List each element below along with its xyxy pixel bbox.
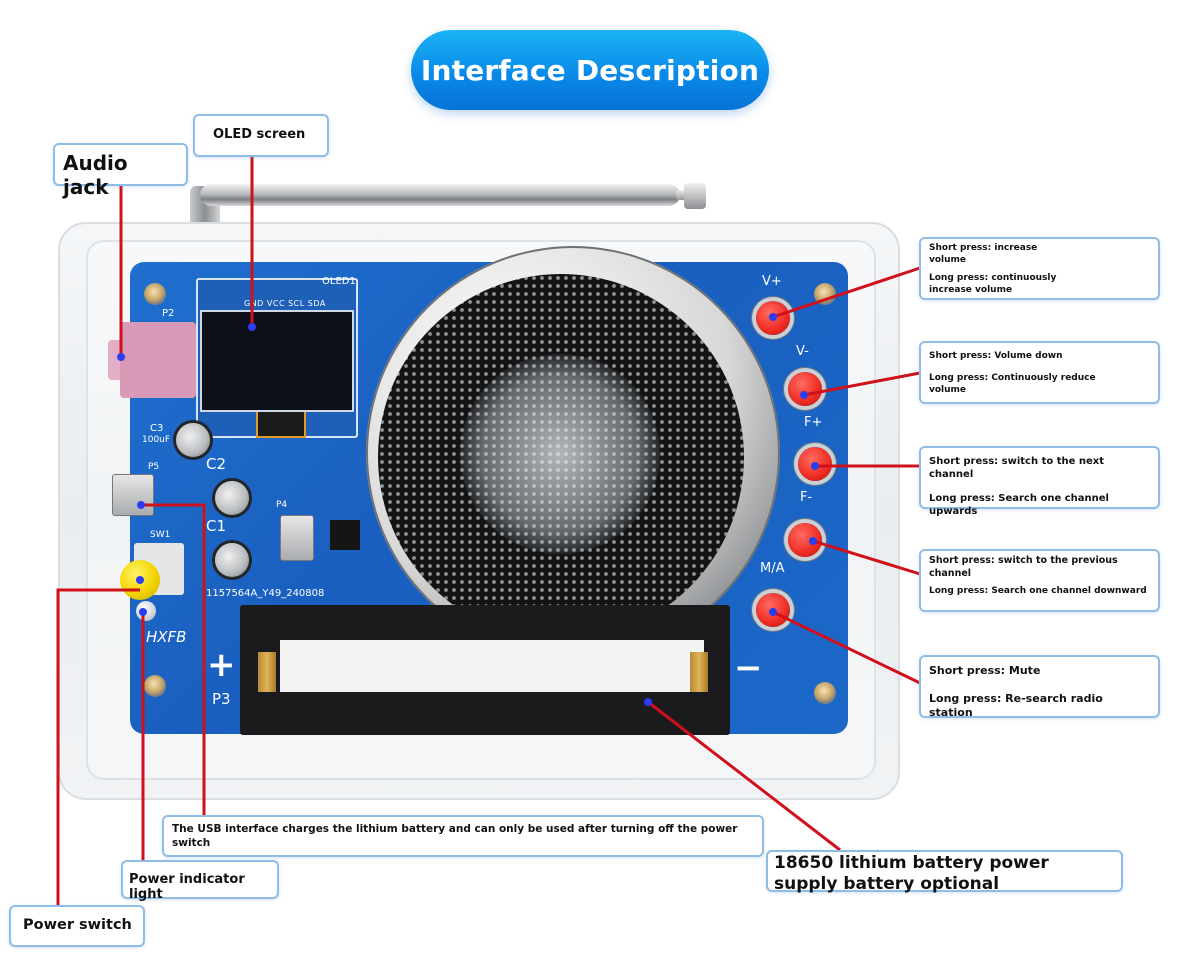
callout-oled-screen: OLED screen bbox=[193, 114, 329, 157]
power-indicator-led bbox=[136, 601, 156, 621]
callout-previous-channel-long: Long press: Search one channel downward bbox=[929, 586, 1147, 596]
oled-pin-labels: GND VCC SCL SDA bbox=[244, 299, 326, 308]
pcb-label-c3: C3 bbox=[150, 423, 164, 434]
callout-previous-channel-short: Short press: switch to the previous chan… bbox=[929, 555, 1118, 579]
callout-audio-jack: Audio jack bbox=[53, 143, 188, 199]
callout-next-channel-long: Long press: Search one channel upwards bbox=[929, 493, 1109, 517]
oled-flex-cable bbox=[256, 412, 306, 438]
callout-battery: 18650 lithium battery power supply batte… bbox=[766, 850, 1123, 894]
battery-slot bbox=[280, 640, 704, 692]
callout-audio-jack-text: Audio jack bbox=[63, 151, 128, 199]
callout-usb-interface-text: The USB interface charges the lithium ba… bbox=[172, 823, 738, 849]
callout-previous-channel: Short press: switch to the previous chan… bbox=[919, 549, 1160, 612]
pcb-label-c3-value: 100uF bbox=[142, 435, 171, 445]
pcb-label-p5: P5 bbox=[148, 462, 160, 472]
pcb-label-c1: C1 bbox=[206, 517, 227, 535]
mute-button[interactable] bbox=[756, 593, 790, 627]
battery-plus-marking: + bbox=[207, 645, 236, 685]
callout-usb-interface: The USB interface charges the lithium ba… bbox=[162, 815, 764, 857]
callout-volume-down: Short press: Volume down Long press: Con… bbox=[919, 341, 1160, 404]
battery-contact-positive bbox=[258, 652, 276, 692]
callout-volume-up-short: Short press: increase volume bbox=[929, 243, 1038, 265]
volume-down-button[interactable] bbox=[788, 372, 822, 406]
usb-charging-port bbox=[112, 474, 154, 516]
callout-volume-down-short: Short press: Volume down bbox=[929, 351, 1063, 361]
pcb-label-p4: P4 bbox=[276, 500, 288, 510]
charging-ic bbox=[330, 520, 360, 550]
callout-next-channel: Short press: switch to the next channel … bbox=[919, 446, 1160, 517]
callout-oled-screen-text: OLED screen bbox=[213, 127, 306, 142]
callout-battery-line2: supply battery optional bbox=[774, 874, 1000, 894]
speaker-cone bbox=[460, 354, 660, 554]
pcb-label-oled1: OLED1 bbox=[322, 276, 356, 287]
callout-power-switch: Power switch bbox=[9, 905, 145, 947]
callout-power-indicator-text: Power indicator light bbox=[129, 872, 245, 902]
button-label-f-minus: F- bbox=[800, 490, 813, 505]
pcb-label-sw1: SW1 bbox=[150, 530, 171, 540]
pcb-label-c2: C2 bbox=[206, 455, 227, 473]
battery-minus-marking: − bbox=[734, 648, 763, 688]
callout-mute: Short press: Mute Long press: Re-search … bbox=[919, 655, 1160, 719]
button-label-mute: M/A bbox=[760, 561, 785, 576]
pcb-label-p3: P3 bbox=[212, 690, 231, 708]
callout-next-channel-short: Short press: switch to the next channel bbox=[929, 456, 1104, 480]
callout-mute-short: Short press: Mute bbox=[929, 664, 1041, 677]
callout-volume-up-long: Long press: continuously increase volume bbox=[929, 273, 1057, 295]
screw-icon bbox=[814, 283, 836, 305]
capacitor-c1 bbox=[212, 478, 252, 518]
audio-jack bbox=[120, 322, 196, 398]
capacitor-c3 bbox=[173, 420, 213, 460]
pcb-brand-label: HXFB bbox=[146, 628, 187, 646]
callout-mute-long: Long press: Re-search radio station bbox=[929, 692, 1103, 719]
screw-icon bbox=[814, 682, 836, 704]
screw-icon bbox=[144, 283, 166, 305]
next-channel-button[interactable] bbox=[798, 447, 832, 481]
battery-contact-negative bbox=[690, 652, 708, 692]
callout-power-switch-text: Power switch bbox=[23, 917, 132, 933]
button-label-v-plus: V+ bbox=[762, 274, 782, 289]
power-switch[interactable] bbox=[120, 560, 160, 600]
callout-power-indicator: Power indicator light bbox=[121, 860, 279, 902]
pcb-label-p2: P2 bbox=[162, 308, 175, 319]
page-title: Interface Description bbox=[411, 30, 769, 110]
usb-port-p4 bbox=[280, 515, 314, 561]
oled-screen bbox=[200, 310, 354, 412]
previous-channel-button[interactable] bbox=[788, 523, 822, 557]
pcb-board-id: 1157564A_Y49_240808 bbox=[206, 588, 325, 599]
button-label-f-plus: F+ bbox=[804, 415, 823, 430]
callout-volume-down-long: Long press: Continuously reduce volume bbox=[929, 373, 1096, 395]
antenna-knob bbox=[684, 183, 706, 209]
volume-up-button[interactable] bbox=[756, 301, 790, 335]
telescopic-antenna bbox=[200, 184, 680, 206]
callout-battery-line1: 18650 lithium battery power bbox=[774, 853, 1049, 873]
button-label-v-minus: V- bbox=[796, 344, 809, 359]
capacitor bbox=[212, 540, 252, 580]
callout-volume-up: Short press: increase volume Long press:… bbox=[919, 237, 1160, 300]
screw-icon bbox=[144, 675, 166, 697]
